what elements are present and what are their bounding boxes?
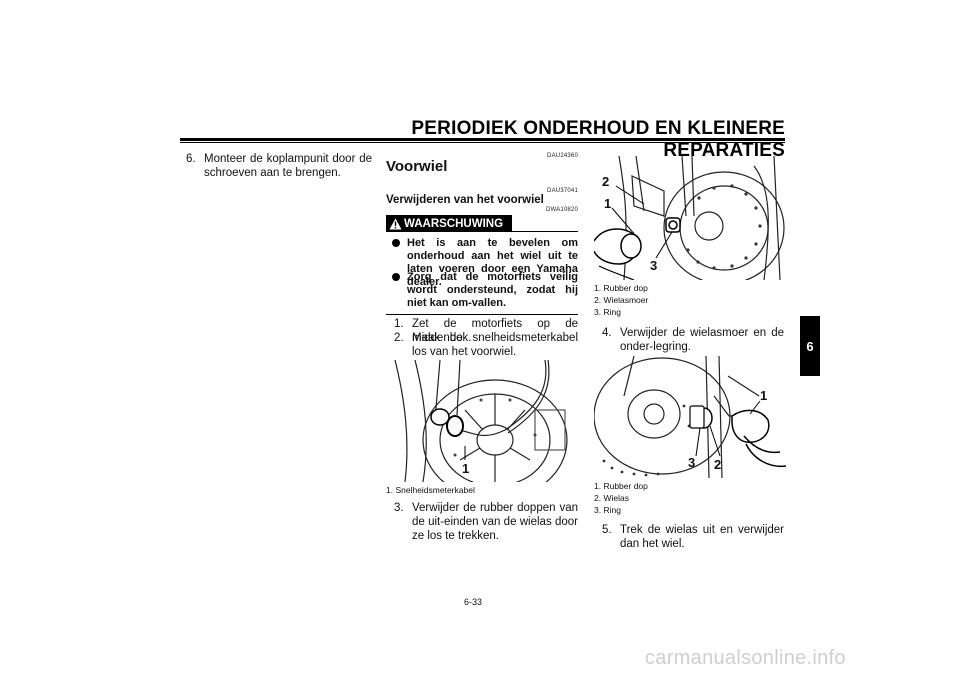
warning-triangle-icon <box>386 215 404 232</box>
speedometer-cable-illustration: 1 <box>385 360 578 482</box>
warning-label-text: WAARSCHUWING <box>404 217 504 230</box>
warning-rule <box>512 231 578 232</box>
axle-nut-illustration: 2 1 3 <box>594 156 786 280</box>
figure-callout: 3 <box>688 455 696 470</box>
figure-callout: 1 <box>760 388 768 403</box>
page-title: PERIODIEK ONDERHOUD EN KLEINERE REPARATI… <box>411 118 785 161</box>
step-5: 5. Trek de wielas uit en verwijder dan h… <box>602 524 784 550</box>
watermark: carmanualsonline.info <box>645 647 846 669</box>
title-rule-thin <box>180 142 785 143</box>
subsection-heading: Verwijderen van het voorwiel <box>386 194 544 206</box>
warning-end-rule <box>386 314 578 315</box>
warning-bullet: Zorg dat de motorfiets veilig wordt onde… <box>392 271 578 310</box>
axle-illustration: 1 3 2 <box>594 356 786 478</box>
step-3: 3. Verwijder de rubber doppen van de uit… <box>394 502 578 542</box>
step-6-text: Monteer de koplampunit door de schroeven… <box>204 153 372 179</box>
step-1: 1. Zet de motorfiets op de middenbok. <box>394 318 578 344</box>
doc-code-1: DAU24360 <box>547 153 578 159</box>
section-heading: Voorwiel <box>386 158 448 175</box>
warning-label: WAARSCHUWING <box>386 215 512 232</box>
figure-callout: 1 <box>604 196 612 211</box>
figure-callout: 1 <box>462 461 470 476</box>
figure-callout: 2 <box>714 457 722 472</box>
step-4: 4. Verwijder de wielasmoer en de onder-l… <box>602 327 784 353</box>
doc-code-3: DWA10820 <box>545 207 578 213</box>
figure-caption-list: 1. Rubber dop 2. Wielas 3. Ring <box>594 481 648 515</box>
figure-caption-list: 1. Rubber dop 2. Wielasmoer 3. Ring <box>594 283 649 317</box>
chapter-tab: 6 <box>800 316 820 376</box>
page-number: 6-33 <box>464 597 483 607</box>
bullet-dot <box>392 239 400 247</box>
warning-bullet: Het is aan te bevelen om onderhoud aan h… <box>392 237 578 289</box>
figure-callout: 2 <box>602 174 610 189</box>
figure-callout: 3 <box>650 258 658 273</box>
doc-code-2: DAU37041 <box>547 188 578 194</box>
step-6: 6. Monteer de koplampunit door de schroe… <box>186 153 372 179</box>
figure-caption: 1. Snelheidsmeterkabel <box>386 485 475 495</box>
bullet-dot <box>392 273 400 281</box>
title-rule <box>180 138 785 141</box>
step-2: 2. Maak de snelheidsmeterkabel los van h… <box>394 332 578 358</box>
